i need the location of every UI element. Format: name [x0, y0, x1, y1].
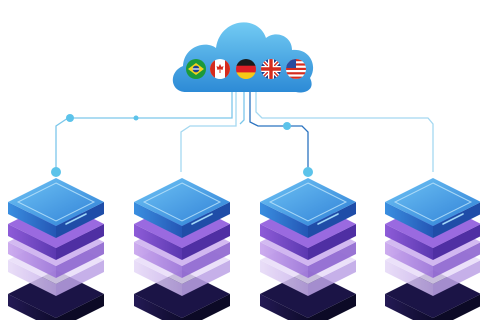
server-top-unit — [385, 178, 480, 238]
germany-flag-icon — [236, 59, 256, 79]
server-indicator — [442, 213, 464, 225]
server-top-unit — [8, 178, 104, 238]
cloud-icon — [172, 22, 314, 93]
server-top-unit — [260, 178, 356, 238]
brazil-flag-icon — [186, 59, 206, 79]
server-stack-1 — [8, 178, 104, 320]
connection-node — [51, 167, 61, 177]
usa-flag-icon — [286, 59, 306, 79]
server-stacks — [8, 178, 480, 320]
connection-node — [283, 122, 291, 130]
server-stack-2 — [134, 178, 230, 320]
server-top-panel — [393, 182, 473, 222]
connection-line-2 — [180, 92, 237, 172]
server-top-panel — [16, 182, 96, 222]
server-top-panel — [268, 182, 348, 222]
server-indicator — [191, 213, 213, 225]
server-top-unit — [134, 178, 230, 238]
connection-node — [133, 115, 139, 121]
canada-flag-icon — [210, 59, 230, 79]
server-stack-3 — [260, 178, 356, 320]
connection-lines — [51, 92, 434, 177]
connection-line-4 — [255, 92, 434, 172]
connection-line-1 — [55, 92, 233, 172]
connection-node — [303, 167, 313, 177]
server-indicator — [317, 213, 339, 225]
uk-flag-icon — [261, 59, 281, 79]
flag-row — [186, 59, 306, 79]
server-indicator — [65, 213, 87, 225]
server-top-panel — [142, 182, 222, 222]
connection-node — [66, 114, 74, 122]
connection-line-extra — [239, 92, 245, 125]
connection-line-3 — [249, 92, 309, 172]
server-stack-4 — [385, 178, 480, 320]
